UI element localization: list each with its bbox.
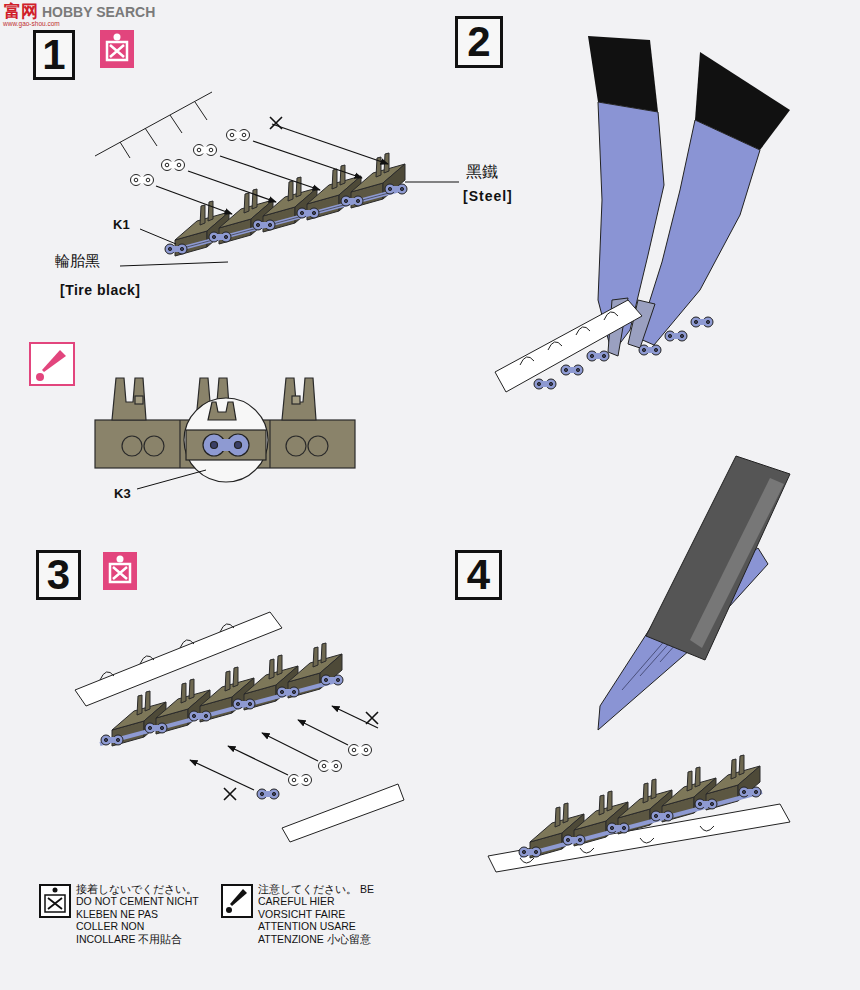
- part-label: 黑鐵: [466, 163, 498, 181]
- part-label: [Steel]: [463, 188, 513, 204]
- step-number-box: 4: [455, 550, 502, 600]
- step-number: 1: [42, 34, 65, 76]
- part-label: K1: [113, 218, 130, 233]
- part-label: K3: [114, 487, 131, 502]
- watermark: www.gao-shou.com: [3, 20, 60, 27]
- watermark: 富网: [4, 2, 38, 22]
- step-number: 3: [47, 554, 70, 596]
- step-number: 4: [467, 554, 490, 596]
- legend-text: 接着しないでください。 DO NOT CEMENT NICHT KLEBEN N…: [76, 883, 201, 945]
- watermark: HOBBY SEARCH: [42, 4, 155, 20]
- legend-text: 注意してください。 BE CAREFUL HIER VORSICHT FAIRE…: [258, 883, 383, 945]
- step-number-box: 3: [36, 550, 81, 600]
- part-label: 輪胎黑: [55, 252, 100, 269]
- step-number: 2: [467, 21, 490, 63]
- part-label: [Tire black]: [60, 282, 140, 298]
- step-number-box: 1: [33, 30, 75, 80]
- step-number-box: 2: [455, 16, 503, 68]
